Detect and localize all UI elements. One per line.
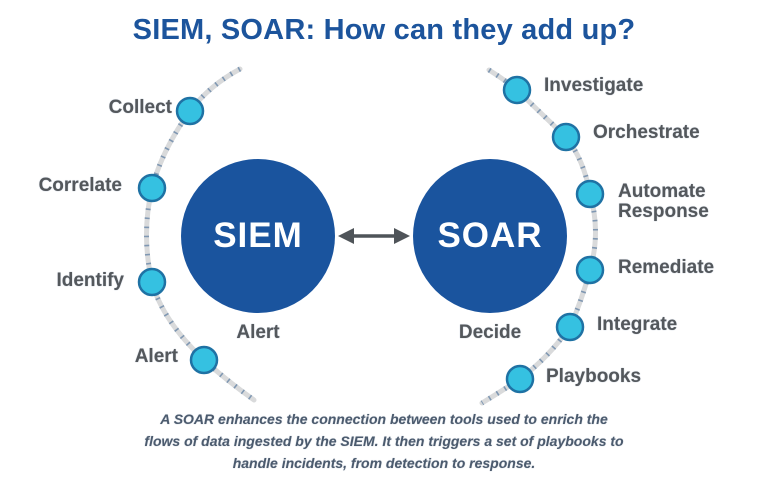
dot-integrate xyxy=(555,312,585,342)
caption-line-3: handle incidents, from detection to resp… xyxy=(232,455,536,471)
step-label-alert: Alert xyxy=(134,346,178,367)
dot-playbooks xyxy=(505,364,535,394)
siem-bottom-label: Alert xyxy=(236,322,280,343)
arrow-head-left xyxy=(338,228,354,244)
bidirectional-arrow-icon xyxy=(338,228,410,244)
dot-orchestrate xyxy=(551,122,581,152)
caption: A SOAR enhances the connection between t… xyxy=(0,408,768,474)
dot-correlate xyxy=(137,173,167,203)
step-dots xyxy=(137,75,605,394)
dot-investigate xyxy=(502,75,532,105)
soar-bottom-label: Decide xyxy=(458,322,522,343)
step-label-remediate: Remediate xyxy=(618,257,715,278)
page-title: SIEM, SOAR: How can they add up? xyxy=(132,14,636,46)
siem-node-label: SIEM xyxy=(213,216,303,255)
dot-identify xyxy=(137,267,167,297)
soar-node-circle xyxy=(413,159,567,313)
caption-line-2: flows of data ingested by the SIEM. It t… xyxy=(144,433,624,449)
arrow-shaft xyxy=(352,234,396,238)
dot-automate-response xyxy=(575,179,605,209)
step-label-investigate: Investigate xyxy=(544,75,644,96)
step-label-correlate: Correlate xyxy=(38,175,122,196)
step-label-automate-response: Automate Response xyxy=(618,181,709,222)
step-label-collect: Collect xyxy=(108,97,172,118)
step-label-integrate: Integrate xyxy=(597,314,678,335)
caption-line-1: A SOAR enhances the connection between t… xyxy=(160,411,608,427)
step-label-orchestrate: Orchestrate xyxy=(593,122,700,143)
step-label-identify: Identify xyxy=(56,270,124,291)
dot-collect xyxy=(175,96,205,126)
soar-node-label: SOAR xyxy=(437,216,543,255)
arrow-head-right xyxy=(394,228,410,244)
dot-alert xyxy=(189,345,219,375)
step-label-playbooks: Playbooks xyxy=(546,366,642,387)
dot-remediate xyxy=(575,255,605,285)
siem-node-circle xyxy=(181,159,335,313)
